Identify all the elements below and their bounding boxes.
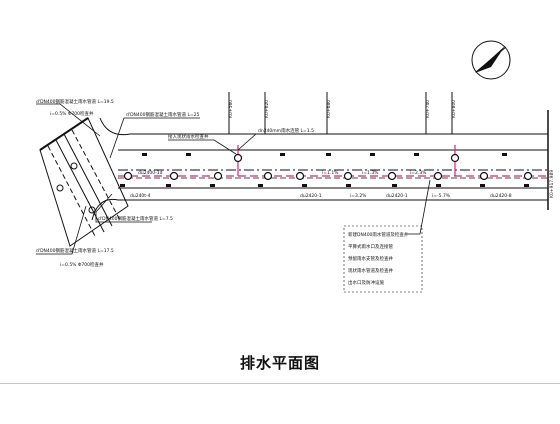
station-labels: K0+560 K0+620 K0+680 K0+740 K0+800 K0+91… <box>228 100 555 198</box>
station-label: K0+680 <box>326 100 332 118</box>
section-label: du2420-1 <box>300 193 322 199</box>
legend-item: 现状雨水管道及检查井 <box>348 267 393 274</box>
north-arrow-icon <box>471 40 511 80</box>
section-label: du2400-1d <box>138 170 163 176</box>
annotation-text: d'DN400钢筋混凝土雨水管道 L=17.5 <box>36 247 114 254</box>
slope-label: i=-5.7% <box>432 193 451 199</box>
legend-item: 出水口及防冲设施 <box>348 279 384 286</box>
station-label: K0+740 <box>425 100 431 118</box>
station-label: K0+917.989 <box>549 170 555 198</box>
section-label: du2420-8 <box>490 193 512 199</box>
station-label: K0+560 <box>228 100 234 118</box>
section-labels: du240t-4 du2400-1d du2420-1 du2420-1 du2… <box>130 170 512 199</box>
legend-item: 新建DN400雨水管道及检查井 <box>348 231 409 238</box>
road-edges <box>91 117 548 221</box>
legend-item: 平算式雨水口及连接管 <box>348 243 393 250</box>
station-ticks <box>228 92 549 210</box>
annotation-text: i=0.5% Φ700检查井 <box>50 110 94 117</box>
station-label: K0+800 <box>451 100 457 118</box>
leader-lines <box>36 103 431 255</box>
section-label: du240t-4 <box>130 193 151 199</box>
annotation-text: 接入现状雨水检查井 <box>168 133 209 140</box>
catch-basins <box>120 153 529 187</box>
annotation-text: d'DN400钢筋混凝土雨水管道 L=7.5 <box>98 215 173 222</box>
caption-underline <box>0 383 560 384</box>
annotation-text: d'DN400钢筋混凝土雨水管道 L=25 <box>126 111 200 118</box>
slope-label: i=1.3% <box>362 170 379 176</box>
slope-label: i=2.3% <box>410 170 427 176</box>
legend: 新建DN400雨水管道及检查井 平算式雨水口及连接管 预留雨水支管及检查井 现状… <box>343 225 423 293</box>
legend-item: 预留雨水支管及检查井 <box>348 255 393 262</box>
station-label: K0+620 <box>264 100 270 118</box>
slope-label: i=3.2% <box>350 193 367 199</box>
section-label: du2420-1 <box>386 193 408 199</box>
annotation-text: i=0.5% Φ700检查井 <box>60 261 104 268</box>
drawing-caption: 排水平面图 <box>239 354 320 372</box>
manholes <box>123 153 533 181</box>
side-road <box>39 117 129 247</box>
slope-label: i=1.1% <box>322 170 339 176</box>
annotations: d'DN400钢筋混凝土雨水管道 L=19.5 i=0.5% Φ700检查井 d… <box>36 98 314 268</box>
annotation-text: d'DN400钢筋混凝土雨水管道 L=19.5 <box>36 98 114 105</box>
annotation-text: dn240mm雨水连管 L=1.5 <box>258 127 314 134</box>
